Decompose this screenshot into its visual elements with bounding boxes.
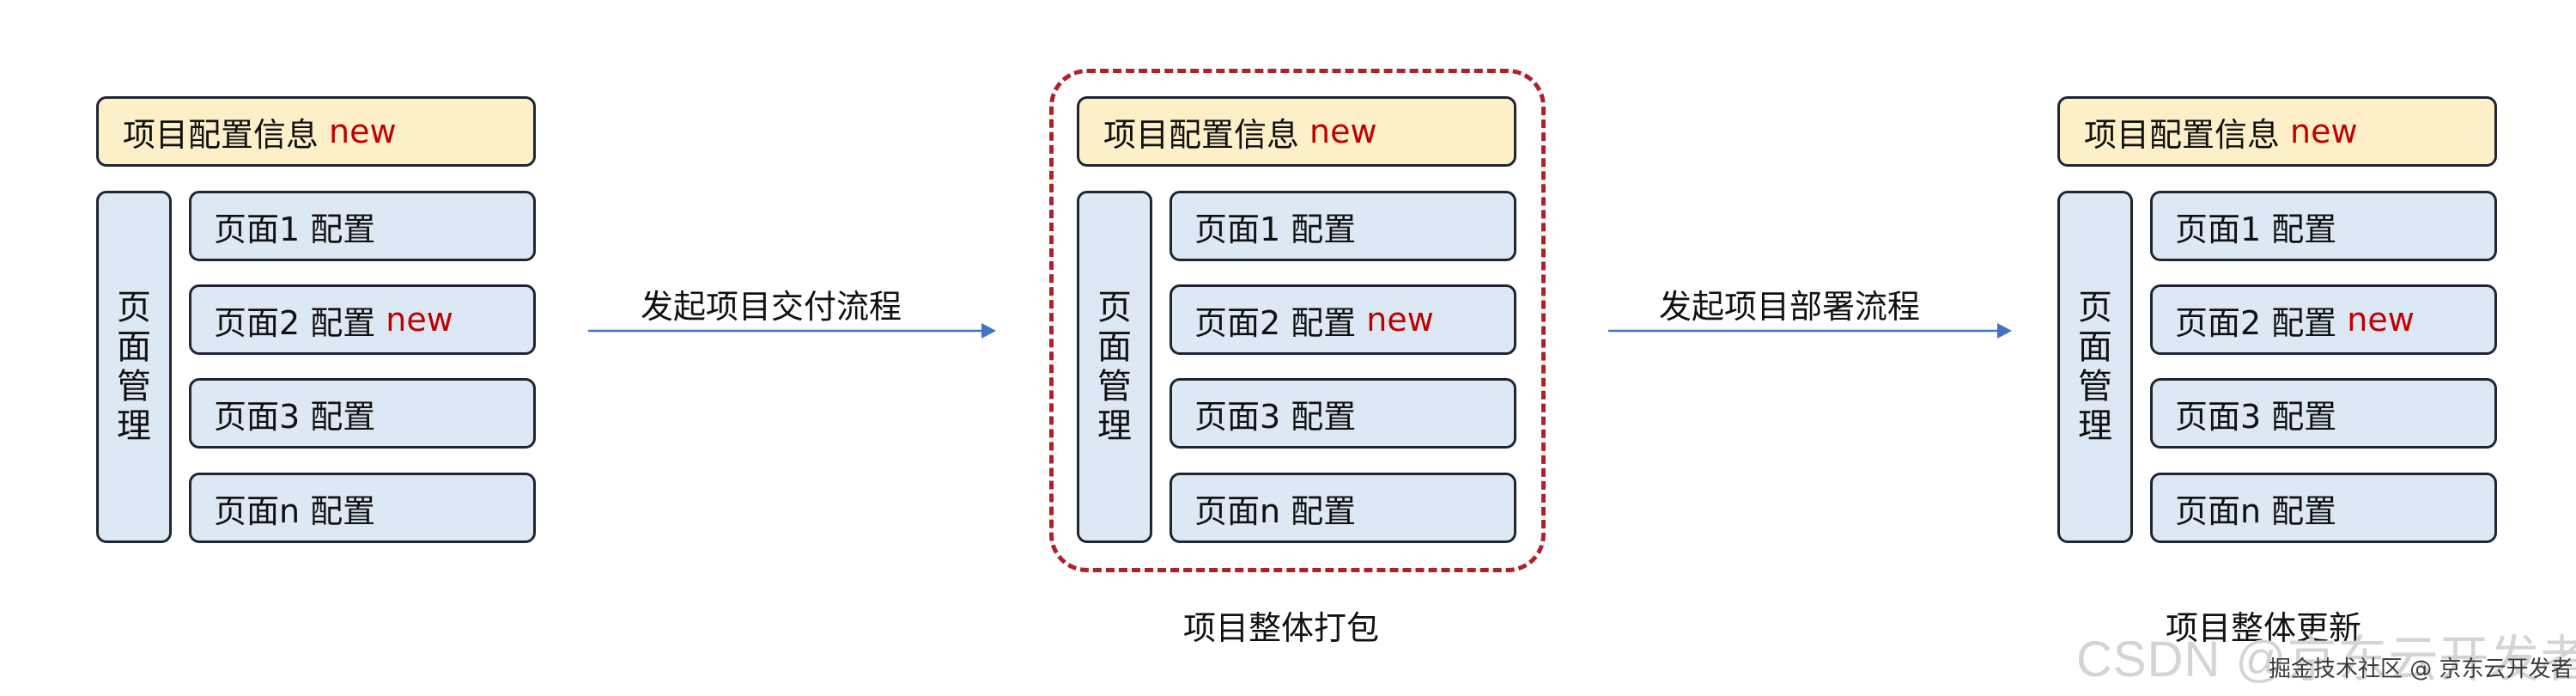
sidebar-char: 页 [1097,288,1132,327]
sidebar-char: 管 [1097,367,1132,406]
config-group-original: 项目配置信息 new 页 面 管 理 页面1 配置 页面2 配置 new 页面3… [96,0,543,696]
config-group-packaged: 项目配置信息 new 页 面 管 理 页面1 配置 页面2 配置 new 页面3… [1077,0,1523,696]
sidebar-char: 管 [2078,367,2112,406]
sidebar-char: 页 [2078,288,2112,327]
page-config-box: 页面3 配置 [189,378,536,449]
page-management-box: 页 面 管 理 [2057,191,2133,543]
page-config-label: 页面3 配置 [214,397,376,436]
new-badge: new [386,301,453,339]
page-config-label: 页面n 配置 [2175,491,2337,530]
new-badge: new [1366,301,1434,339]
page-config-box: 页面1 配置 [1170,191,1516,261]
sidebar-char: 理 [117,406,151,446]
page-config-box: 页面n 配置 [189,473,536,543]
sidebar-char: 面 [1097,327,1132,367]
juejin-watermark: 掘金技术社区 @ 京东云开发者 [2269,656,2573,682]
sidebar-char: 管 [117,367,151,406]
page-config-label: 页面1 配置 [1194,210,1357,248]
new-badge: new [329,113,397,150]
page-config-label: 页面3 配置 [1194,397,1357,436]
page-config-box: 页面2 配置 new [2150,284,2497,355]
caption-update: 项目整体更新 [2166,609,2362,647]
delivery-arrow [588,323,996,339]
project-config-label: 项目配置信息 [1103,115,1300,154]
page-config-box: 页面n 配置 [2150,473,2497,543]
project-config-label: 项目配置信息 [123,115,319,154]
page-config-box: 页面1 配置 [2150,191,2497,261]
new-badge: new [2290,113,2358,150]
sidebar-char: 页 [117,288,151,327]
sidebar-char: 理 [2078,406,2112,446]
arrow-label-delivery: 发起项目交付流程 [641,288,902,326]
page-config-box: 页面2 配置 new [189,284,536,355]
page-config-label: 页面n 配置 [1194,491,1357,530]
project-config-box: 项目配置信息 new [2057,96,2497,167]
project-config-box: 项目配置信息 new [1077,96,1516,167]
page-config-label: 页面3 配置 [2175,397,2337,436]
sidebar-char: 理 [1097,406,1132,446]
arrow-label-deploy: 发起项目部署流程 [1659,288,1921,326]
page-management-box: 页 面 管 理 [1077,191,1152,543]
page-config-box: 页面1 配置 [189,191,536,261]
package-outline [1049,69,1546,572]
deploy-arrow [1608,323,2012,339]
page-config-label: 页面2 配置 [214,303,376,342]
page-config-label: 页面2 配置 [2175,303,2337,342]
page-config-box: 页面3 配置 [1170,378,1516,449]
sidebar-char: 面 [117,327,151,367]
page-config-box: 页面n 配置 [1170,473,1516,543]
caption-packaging: 项目整体打包 [1183,609,1380,647]
page-config-label: 页面1 配置 [2175,210,2337,248]
page-config-label: 页面2 配置 [1194,303,1357,342]
config-group-deployed: 项目配置信息 new 页 面 管 理 页面1 配置 页面2 配置 new 页面3… [2057,0,2504,696]
page-config-box: 页面2 配置 new [1170,284,1516,355]
new-badge: new [2347,301,2415,339]
csdn-watermark: CSDN @京东云开发者 [2076,632,2576,687]
new-badge: new [1309,113,1377,150]
page-management-box: 页 面 管 理 [96,191,172,543]
page-config-label: 页面n 配置 [214,491,376,530]
page-config-box: 页面3 配置 [2150,378,2497,449]
sidebar-char: 面 [2078,327,2112,367]
page-config-label: 页面1 配置 [214,210,376,248]
project-config-label: 项目配置信息 [2084,115,2281,154]
project-config-box: 项目配置信息 new [96,96,536,167]
